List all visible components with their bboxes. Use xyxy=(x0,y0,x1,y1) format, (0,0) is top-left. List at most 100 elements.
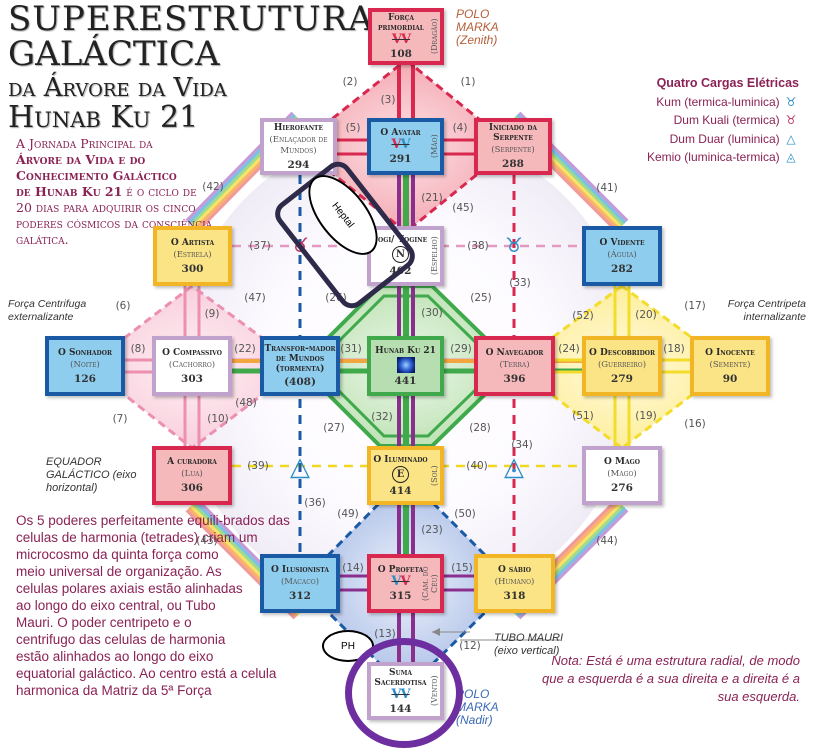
node-number: 108 xyxy=(390,48,412,60)
legend-item: Kemio (luminica-termica) ◬ xyxy=(647,148,799,167)
connection-number: (32) xyxy=(371,411,393,423)
connection-number: (30) xyxy=(421,307,443,319)
description-block: Os 5 poderes perfeitamente equili-brados… xyxy=(16,512,326,699)
dum-kuali-icon: ♉︎ xyxy=(291,235,309,257)
node-subtitle: (Noite) xyxy=(70,359,100,370)
legend-label: Kemio (luminica-termica) xyxy=(646,150,780,164)
node-number: 279 xyxy=(611,372,633,385)
node-vidente[interactable]: O Vidente(Águia)282 xyxy=(582,226,662,286)
hunab-ku-icon xyxy=(396,356,415,373)
connection-number: (6) xyxy=(115,300,131,312)
node-number: 315 xyxy=(389,590,412,602)
node-number: 294 xyxy=(287,158,310,171)
node-compassivo[interactable]: O Compassivo(Cachorro)303 xyxy=(152,336,232,396)
connection-number: (22) xyxy=(234,343,256,355)
connection-number: (45) xyxy=(452,202,474,214)
node-number: 282 xyxy=(611,262,633,275)
node-side-label: (Sol) xyxy=(430,465,439,486)
dum-duar-icon: △ xyxy=(290,451,310,481)
connection-number: (26) xyxy=(325,292,347,304)
connection-number: (17) xyxy=(684,300,706,312)
connection-number: (29) xyxy=(450,343,472,355)
connection-number: (15) xyxy=(451,562,473,574)
connection-number: (10) xyxy=(207,413,229,425)
node-sabio[interactable]: O sábio(Humano)318 xyxy=(474,554,555,613)
node-artista[interactable]: O Artista(Estrela)300 xyxy=(153,226,232,286)
node-navegador[interactable]: O Navegador(Terra)396 xyxy=(474,336,555,396)
connection-number: (50) xyxy=(454,508,476,520)
polo-top-label: POLO MARKA (Zenith) xyxy=(456,7,499,47)
node-curadora[interactable]: A curadora(Lua)306 xyxy=(152,446,232,505)
node-iniciado[interactable]: Iniciado da Serpente(Serpente)288 xyxy=(474,118,552,175)
connection-number: (49) xyxy=(337,508,359,520)
node-subtitle: (Serpente) xyxy=(491,145,535,155)
kemio-icon: ◬ xyxy=(786,150,796,164)
node-mago[interactable]: O Mago(Mago)276 xyxy=(582,446,662,505)
node-number: 306 xyxy=(181,482,203,494)
node-subtitle: (Macaco) xyxy=(280,577,320,587)
connection-number: (28) xyxy=(469,422,491,434)
node-subtitle: (Humano) xyxy=(494,577,535,587)
title-line-1: SUPERESTRUTURA xyxy=(8,0,374,39)
node-transformador[interactable]: Transfor-mador de Mundos (tormenta)(408) xyxy=(260,336,340,396)
tone-glyph-icon: VV xyxy=(391,574,410,589)
intro-line: de Hunab Ku 21 xyxy=(16,184,123,199)
legend: Quatro Cargas Elétricas Kum (termica-lum… xyxy=(647,74,799,167)
suma-highlight-circle xyxy=(345,638,463,748)
legend-item: Dum Duar (luminica) △ xyxy=(647,130,799,149)
node-ilusionista[interactable]: O Ilusionista(Macaco)312 xyxy=(260,554,340,613)
connection-number: (27) xyxy=(323,422,345,434)
connection-number: (8) xyxy=(130,343,146,355)
circle-letter-icon: N xyxy=(392,246,409,263)
node-number: 276 xyxy=(611,482,633,494)
node-side-label: (Dragão) xyxy=(430,18,439,55)
title-line-3: da Árvore da Vida xyxy=(8,73,227,103)
node-side-label: (Espelho) xyxy=(430,236,439,276)
legend-label: Dum Kuali (termica) xyxy=(673,113,780,127)
connection-number: (38) xyxy=(467,240,489,252)
legend-item: Kum (termica-luminica) ♉︎ xyxy=(647,93,799,112)
tone-glyph-icon: VV xyxy=(391,32,411,47)
node-hierofante[interactable]: Hierofante(Enlaçador de Mundos)294 xyxy=(260,118,337,175)
node-number: 90 xyxy=(722,372,738,385)
connection-number: (33) xyxy=(509,277,531,289)
connection-number: (25) xyxy=(470,292,492,304)
node-number: 318 xyxy=(503,590,526,602)
page-title: SUPERESTRUTURA GALÁCTICA da Árvore da Vi… xyxy=(8,2,374,133)
node-title: Iniciado da Serpente xyxy=(488,123,538,143)
connection-number: (9) xyxy=(204,308,220,320)
connection-number: (2) xyxy=(342,76,358,88)
node-number: 126 xyxy=(74,372,96,385)
node-title: O Iluminado xyxy=(373,454,428,465)
kemio-icon: ◬ xyxy=(504,451,524,481)
node-title: O Profeta xyxy=(377,565,424,575)
kum-icon: ♉︎ xyxy=(505,235,523,257)
node-title: O Inocente xyxy=(705,347,755,358)
node-number: 303 xyxy=(181,372,203,385)
dum-kuali-icon: ♉︎ xyxy=(785,113,797,127)
title-line-4: Hunab Ku 21 xyxy=(8,100,199,135)
node-subtitle: (Mago) xyxy=(607,469,637,479)
node-title: Transfor-mador de Mundos (tormenta) xyxy=(264,344,336,374)
node-inocente[interactable]: O Inocente(Semente)90 xyxy=(690,336,770,396)
tubo-mauri-label: TUBO MAURI (eixo vertical) xyxy=(494,632,564,657)
node-title: O Avatar xyxy=(380,128,421,138)
node-number: 291 xyxy=(389,153,412,165)
connection-number: (12) xyxy=(459,640,481,652)
legend-label: Kum (termica-luminica) xyxy=(656,94,780,109)
equador-label: EQUADOR GALÁCTICO (eixo horizontal) xyxy=(46,456,137,494)
node-subtitle: (Lua) xyxy=(181,469,203,479)
connection-number: (4) xyxy=(452,122,468,134)
node-descobridor[interactable]: O Descobridor(Guerreiro)279 xyxy=(582,336,662,396)
node-sonhador[interactable]: O Sonhador(Noite)126 xyxy=(45,336,125,396)
connection-number: (14) xyxy=(342,562,364,574)
intro-line: Árvore da Vida e do xyxy=(16,152,146,167)
node-number: 396 xyxy=(503,372,526,385)
polo-bottom-label: POLO MARKA (Nadir) xyxy=(456,687,499,727)
